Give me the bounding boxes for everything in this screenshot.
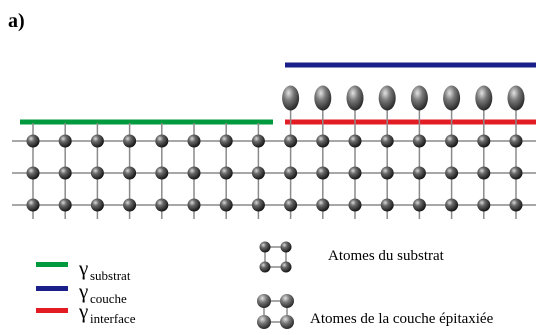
substrate-atom — [509, 134, 523, 148]
substrate-atom — [123, 134, 137, 148]
substrate-atom — [348, 134, 362, 148]
substrate-atom — [187, 134, 201, 148]
panel-label: a) — [8, 10, 25, 32]
substrate-atom — [348, 198, 362, 212]
substrate-atom — [155, 134, 169, 148]
substrate-atom — [219, 134, 233, 148]
epitaxial-atom-label: Atomes de la couche épitaxiée — [310, 311, 494, 327]
legend-interface-swatch — [36, 308, 68, 313]
substrate-atom — [219, 198, 233, 212]
substrate-atom — [26, 166, 40, 180]
substrate-atom — [90, 198, 104, 212]
substrate-atom-label: Atomes du substrat — [328, 248, 445, 264]
substrate-atom — [380, 166, 394, 180]
substrate-atom — [445, 166, 459, 180]
legend-interface-label: interface — [90, 311, 136, 326]
epitaxial-atom — [443, 85, 461, 111]
substrate-atom — [284, 198, 298, 212]
substrate-atom — [509, 198, 523, 212]
legend-couche-swatch — [36, 286, 68, 291]
substrate-atom — [123, 198, 137, 212]
legend-interface-symbol: γ — [78, 299, 88, 323]
substrate-atom — [412, 166, 426, 180]
substrate-atom — [90, 166, 104, 180]
substrate-atom — [380, 134, 394, 148]
substrate-atom — [90, 134, 104, 148]
substrate-atom — [219, 166, 233, 180]
substrate-atom — [316, 166, 330, 180]
substrate-atom — [445, 134, 459, 148]
epitaxial-atom-icon — [257, 294, 294, 329]
substrate-atom — [477, 134, 491, 148]
substrate-atom — [284, 166, 298, 180]
legend-couche-label: couche — [90, 291, 127, 306]
substrate-atom — [251, 134, 265, 148]
substrate-atom — [316, 134, 330, 148]
legend-substrat-label: substrat — [90, 268, 131, 283]
epitaxial-atom — [507, 85, 525, 111]
epitaxial-atom — [346, 85, 364, 111]
substrate-atom — [284, 134, 298, 148]
substrate-atom — [380, 198, 394, 212]
substrate-atom — [187, 166, 201, 180]
lattice-bonds — [12, 98, 536, 219]
substrate-atom-icon — [259, 241, 292, 273]
substrate-atom — [445, 198, 459, 212]
substrate-atom — [155, 166, 169, 180]
substrate-atom — [316, 198, 330, 212]
epitaxial-atoms — [282, 85, 525, 111]
epitaxial-atom — [378, 85, 396, 111]
substrate-atom — [58, 166, 72, 180]
substrate-atom — [412, 134, 426, 148]
substrate-atom — [123, 166, 137, 180]
substrate-atom — [26, 134, 40, 148]
epitaxial-atom — [282, 85, 300, 111]
epitaxial-atom — [314, 85, 332, 111]
substrate-atom — [251, 198, 265, 212]
substrate-atom — [58, 198, 72, 212]
substrate-atoms — [26, 134, 523, 212]
substrate-atom — [251, 166, 265, 180]
substrate-atom — [26, 198, 40, 212]
substrate-atom — [477, 166, 491, 180]
substrate-atom — [412, 198, 426, 212]
legend: γ substrat γ couche γ interface — [36, 256, 136, 326]
legend-substrat-symbol: γ — [78, 256, 88, 280]
substrate-atom — [155, 198, 169, 212]
substrate-atom — [477, 198, 491, 212]
epitaxial-atom — [410, 85, 428, 111]
substrate-atom — [58, 134, 72, 148]
legend-substrat-swatch — [36, 262, 68, 267]
substrate-atom — [348, 166, 362, 180]
epitaxial-atom — [475, 85, 493, 111]
substrate-atom — [509, 166, 523, 180]
legend-couche-symbol: γ — [78, 279, 88, 303]
substrate-atom — [187, 198, 201, 212]
